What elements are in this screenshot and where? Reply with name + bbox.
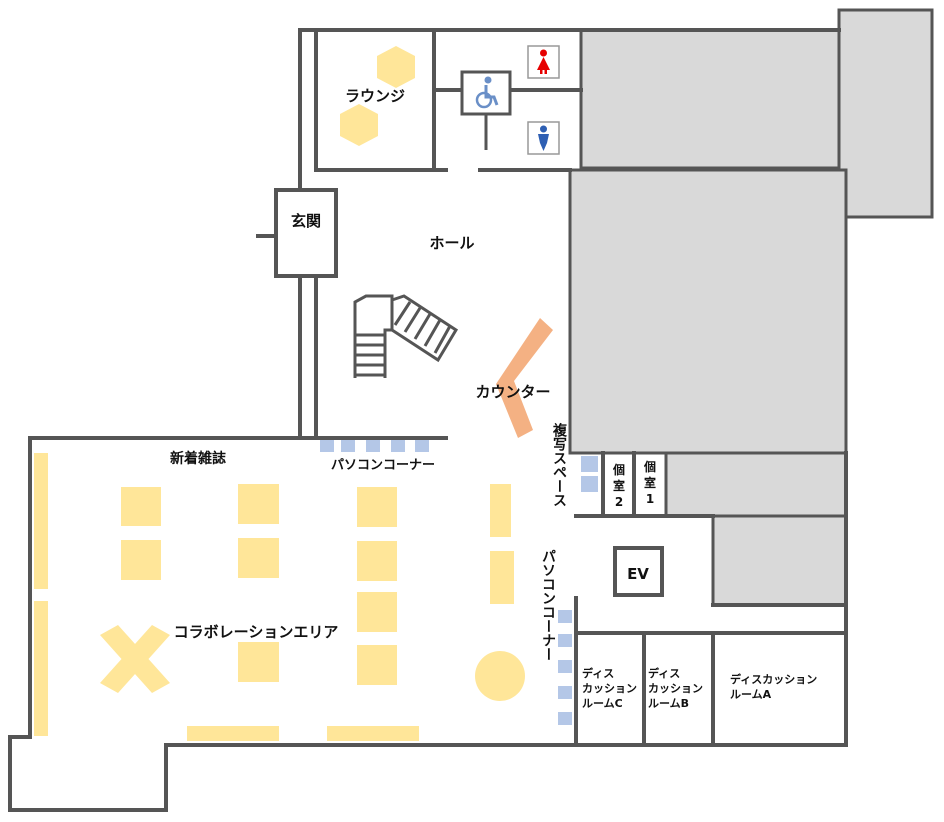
svg-text:室: 室: [644, 475, 656, 490]
svg-text:個: 個: [643, 459, 656, 474]
accessible-restroom: [460, 70, 512, 116]
discussion-room-b-label: ディス カッション ルームB: [648, 666, 703, 710]
restricted-block-ev-side: [711, 514, 848, 607]
svg-text:2: 2: [615, 495, 623, 509]
pc-corner-side-label: パソコンコーナー: [540, 549, 556, 661]
restricted-block-top: [579, 28, 841, 170]
discussion-room-c-label: ディス カッション ルームC: [582, 666, 637, 710]
female-restroom-icon: [537, 49, 550, 74]
new-magazines-label: 新着雑誌: [170, 450, 226, 467]
svg-text:ルームA: ルームA: [730, 688, 772, 701]
svg-text:ディス: ディス: [648, 666, 680, 680]
svg-text:カッション: カッション: [582, 682, 637, 695]
female-restroom: [527, 45, 560, 79]
pc-corner-side-desks: [558, 610, 572, 725]
counter-label: カウンター: [475, 383, 550, 401]
entrance-box: [274, 188, 338, 278]
copy-space-label: 複写スペース: [551, 422, 568, 507]
lounge-hex-seat: [340, 104, 378, 146]
discussion-room-a-label: ディスカッション ルームA: [730, 672, 817, 701]
pc-corner-top-desks: [320, 440, 429, 452]
entrance-label: 玄関: [291, 212, 321, 230]
copy-machines: [581, 456, 598, 492]
svg-text:ディスカッション: ディスカッション: [730, 672, 817, 686]
lounge-label: ラウンジ: [345, 87, 405, 105]
svg-text:カッション: カッション: [648, 682, 703, 695]
walls: [8, 28, 848, 812]
hall-label: ホール: [429, 234, 474, 252]
lounge-hex-seat: [377, 46, 415, 88]
restricted-block-center: [568, 168, 848, 455]
private-room-2-label: 個 室 2: [612, 462, 625, 509]
svg-text:1: 1: [646, 492, 654, 506]
restricted-block-corner: [837, 8, 934, 219]
male-restroom: [527, 121, 560, 155]
elevator-label: EV: [627, 565, 649, 583]
svg-text:ディス: ディス: [582, 666, 614, 680]
svg-text:室: 室: [613, 478, 625, 493]
collab-area-label: コラボレーションエリア: [174, 623, 339, 641]
collab-furniture: [34, 453, 525, 741]
wheelchair-icon: [475, 76, 499, 109]
service-counter: [496, 318, 553, 438]
svg-text:個: 個: [612, 462, 625, 477]
svg-text:ルームC: ルームC: [582, 697, 623, 710]
pc-corner-top-label: パソコンコーナー: [331, 458, 435, 473]
elevator-box: [613, 546, 664, 597]
private-room-1-label: 個 室 1: [643, 459, 656, 506]
staircase: [353, 294, 459, 378]
restricted-block-small: [664, 451, 848, 518]
male-restroom-icon: [538, 125, 549, 151]
svg-text:ルームB: ルームB: [648, 697, 689, 710]
